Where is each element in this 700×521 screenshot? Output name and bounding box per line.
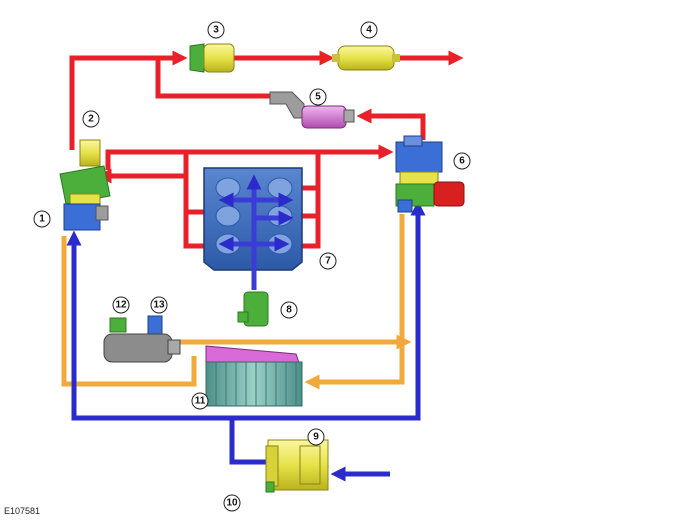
component-2 <box>79 139 101 167</box>
callout-1: 1 <box>33 210 51 228</box>
component-7-engine <box>203 167 303 290</box>
callout-6: 6 <box>453 152 471 170</box>
red-line-1-to-6 <box>105 144 394 170</box>
red-line-6-to-5 <box>356 108 426 140</box>
svg-text:3: 3 <box>213 25 219 36</box>
orange-flow-lines <box>61 214 412 390</box>
orange-line-right-vertical <box>304 214 405 390</box>
svg-text:6: 6 <box>459 156 465 167</box>
red-line-2-to-3 <box>69 50 188 150</box>
svg-text:13: 13 <box>153 300 165 311</box>
callout-5: 5 <box>309 88 327 106</box>
component-4 <box>332 45 400 71</box>
red-flow-lines <box>69 50 464 249</box>
egr-cooler-body <box>103 333 181 363</box>
component-13 <box>147 315 163 337</box>
component-8 <box>237 291 269 327</box>
component-6 <box>395 135 465 213</box>
blue-line-left-up <box>66 230 232 421</box>
svg-text:2: 2 <box>88 114 94 125</box>
orange-line-left <box>61 236 197 387</box>
svg-text:10: 10 <box>226 498 238 509</box>
component-3 <box>189 43 235 73</box>
svg-text:5: 5 <box>315 92 321 103</box>
component-9-air-filter <box>265 439 329 491</box>
callout-9: 9 <box>307 428 325 446</box>
red-manifold-right <box>300 152 321 249</box>
callout-3: 3 <box>207 21 225 39</box>
callout-2: 2 <box>82 110 100 128</box>
callout-12: 12 <box>112 296 130 314</box>
blue-line-right-up <box>232 200 426 421</box>
callout-7: 7 <box>319 252 337 270</box>
callout-11: 11 <box>191 392 209 410</box>
callout-8: 8 <box>280 301 298 319</box>
component-10 <box>265 481 275 493</box>
component-11-radiator <box>205 345 303 407</box>
svg-text:12: 12 <box>115 300 127 311</box>
blue-flow-lines <box>66 200 426 482</box>
svg-text:11: 11 <box>195 396 206 407</box>
red-manifold-left <box>183 176 206 249</box>
svg-text:4: 4 <box>366 25 372 36</box>
figure-reference: E107581 <box>4 506 40 516</box>
svg-text:1: 1 <box>39 214 45 225</box>
blue-line-9-to-branch <box>229 418 268 465</box>
callout-10: 10 <box>223 494 241 512</box>
callout-4: 4 <box>360 21 378 39</box>
red-line-into-1 <box>96 152 189 184</box>
component-12 <box>109 317 127 333</box>
svg-text:8: 8 <box>286 305 292 316</box>
component-1 <box>59 165 111 231</box>
callout-13: 13 <box>150 296 168 314</box>
red-line-branch-to-5 <box>155 58 272 99</box>
svg-text:9: 9 <box>313 432 319 443</box>
component-5 <box>269 91 355 129</box>
svg-text:7: 7 <box>325 256 331 267</box>
